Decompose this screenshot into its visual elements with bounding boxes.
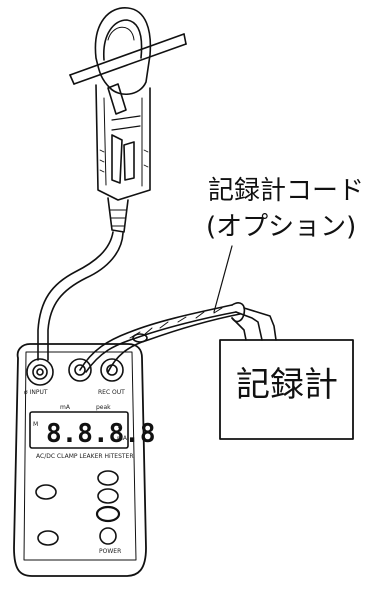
recorder-cord-option-label: (オプション) xyxy=(206,212,357,242)
button-left-top xyxy=(35,484,57,500)
lcd-reading: 8.8.8.8 xyxy=(46,419,156,449)
button-left-bottom xyxy=(37,530,59,546)
unit-label-ma2: mA xyxy=(117,435,128,442)
sensor-cable xyxy=(37,231,124,361)
measured-conductor xyxy=(69,33,187,85)
unit-label-a: A xyxy=(118,423,123,430)
button-right-3 xyxy=(95,505,121,523)
output-jack-left xyxy=(68,358,92,382)
strain-relief xyxy=(107,197,129,233)
button-right-1 xyxy=(97,470,119,486)
power-button-label: POWER xyxy=(99,548,121,555)
lcd-display xyxy=(29,411,129,449)
clamp-meter: ø INPUT REC OUT mA peak M 8.8.8.8 A mA A… xyxy=(13,343,156,577)
input-jack-label: ø INPUT xyxy=(24,389,48,396)
recorder-label: 記録計 xyxy=(236,365,338,405)
output-jack-label: REC OUT xyxy=(98,389,125,396)
clamp-lever xyxy=(107,83,127,115)
output-jack-right xyxy=(100,358,124,382)
meter-buttons: POWER xyxy=(35,470,121,555)
recorder-box xyxy=(219,339,354,440)
recorder-cord xyxy=(79,245,277,373)
mode-indicator: M xyxy=(33,421,38,428)
clamp-sensor xyxy=(69,7,187,233)
recorder-cord-label: 記録計コード xyxy=(208,176,365,206)
clamp-jaw xyxy=(94,7,152,95)
button-right-2 xyxy=(97,488,119,504)
model-name: AC/DC CLAMP LEAKER HiTESTER xyxy=(36,453,134,460)
callout-leader xyxy=(213,245,233,313)
input-jack xyxy=(26,358,54,386)
unit-label-ma: mA xyxy=(60,404,71,411)
power-button xyxy=(99,527,117,545)
clamp-body xyxy=(95,84,151,201)
unit-label-peak: peak xyxy=(96,404,111,411)
